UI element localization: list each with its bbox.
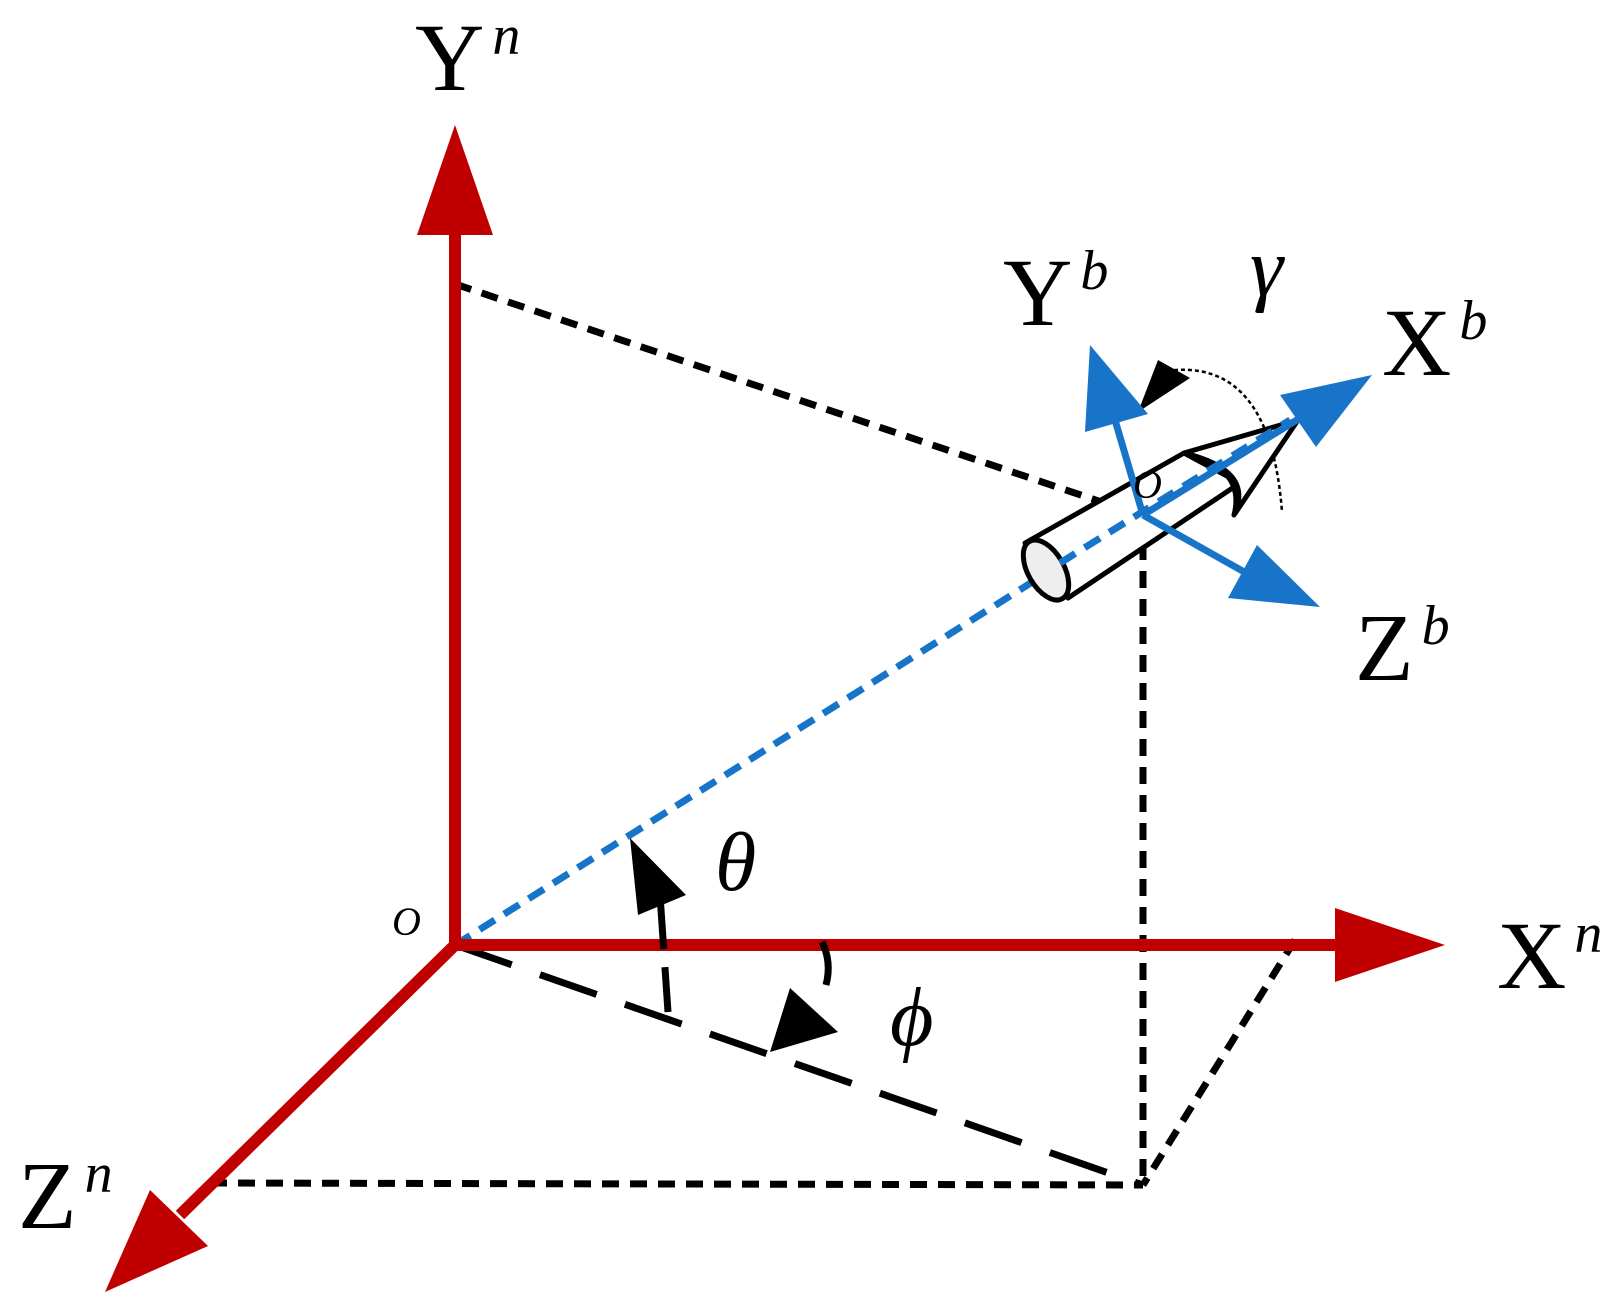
yb-arrowhead-icon (1085, 345, 1148, 432)
gamma-label: γ (1250, 221, 1285, 314)
projection-lines (209, 280, 1298, 1189)
missile-nose-joint (1183, 450, 1239, 516)
theta-arrowhead-icon (630, 838, 686, 915)
inertial-origin-label: O (392, 899, 421, 944)
zb-axis-line (1141, 511, 1257, 582)
gamma-arc (1159, 368, 1284, 513)
gamma-arrowhead-icon (1138, 360, 1190, 412)
x-projection-line (1140, 938, 1298, 1187)
body-axes (1085, 345, 1372, 607)
z-projection-line (209, 1179, 1144, 1189)
xn-arrowhead-icon (1335, 908, 1445, 982)
theta-label: θ (715, 816, 756, 909)
body-origin-label: O (1133, 462, 1162, 507)
y-projection-line (453, 280, 1142, 519)
missile-axis-dash (1058, 417, 1292, 566)
xb-axis-line (1141, 415, 1302, 518)
ground-projection-line (453, 941, 1145, 1189)
phi-arc (818, 940, 832, 986)
yb-axis-line (1111, 419, 1147, 516)
zn-arrowhead-icon (105, 1190, 208, 1292)
xb-arrowhead-icon (1280, 375, 1372, 447)
phi-arrowhead-icon (770, 988, 838, 1052)
zn-axis-line (175, 940, 460, 1220)
theta-arc (656, 894, 672, 1013)
yn-arrowhead-icon (417, 125, 493, 235)
zb-arrowhead-icon (1228, 545, 1320, 607)
inertial-axes (105, 125, 1445, 1292)
phi-label: ϕ (890, 971, 933, 1064)
angle-markers (630, 360, 1284, 1052)
